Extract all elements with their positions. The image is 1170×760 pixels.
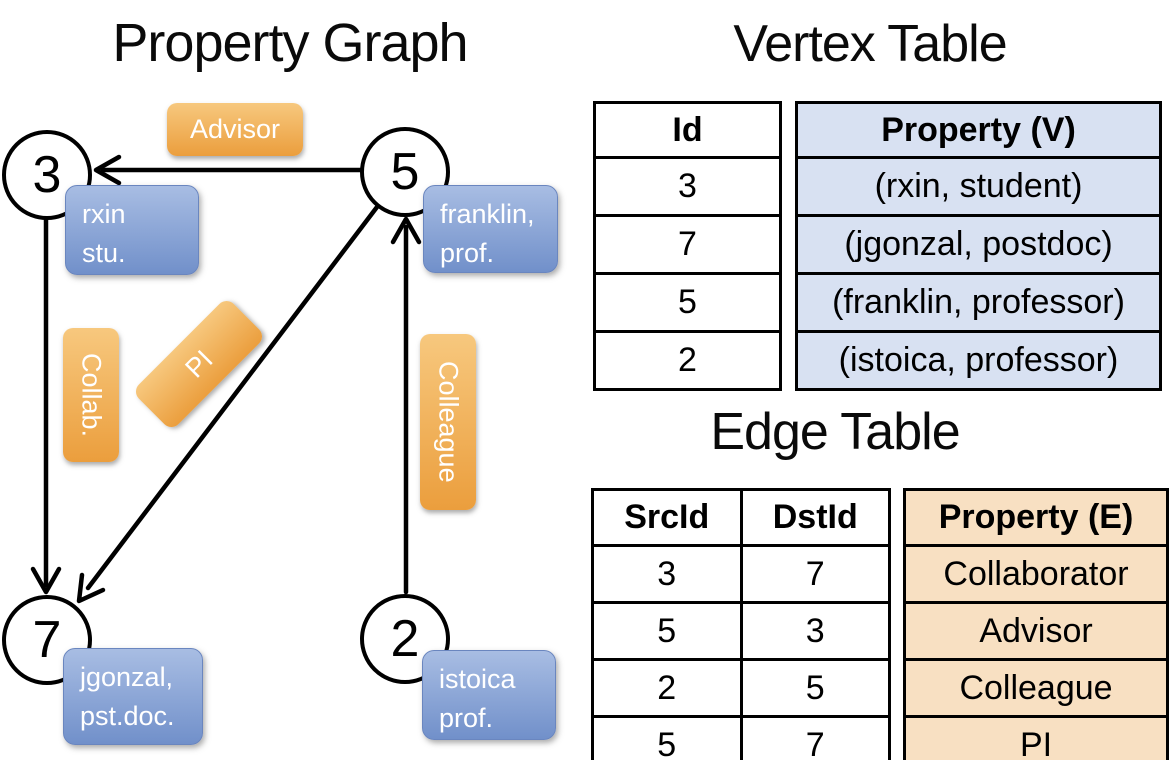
table-cell: Collaborator bbox=[906, 544, 1166, 601]
table-cell: Advisor bbox=[906, 601, 1166, 658]
table-cell: Colleague bbox=[906, 658, 1166, 715]
property-line: jgonzal, bbox=[80, 662, 174, 692]
table-cell: (franklin, professor) bbox=[798, 272, 1159, 330]
table-row: 5 3 bbox=[594, 601, 888, 658]
table-row: 5 7 bbox=[594, 715, 888, 760]
property-line: franklin, bbox=[440, 199, 535, 229]
table-row: 3 7 bbox=[594, 544, 888, 601]
arrowhead-colleague bbox=[390, 216, 422, 245]
graph-node-2: 2 bbox=[360, 594, 450, 684]
edge-label-colleague: Colleague bbox=[420, 334, 476, 510]
edge-label-collab: Collab. bbox=[63, 328, 119, 462]
table-cell: (istoica, professor) bbox=[798, 330, 1159, 388]
property-line: istoica bbox=[439, 664, 516, 694]
table-header-row: SrcId DstId bbox=[594, 491, 888, 544]
table-header-cell: Id bbox=[672, 110, 703, 149]
arrowhead-advisor bbox=[93, 154, 122, 186]
table-cell: 3 bbox=[596, 156, 779, 214]
node-property-box-rxin: rxin stu. bbox=[65, 185, 199, 275]
table-header-cell: DstId bbox=[772, 498, 858, 536]
node-property-box-franklin: franklin, prof. bbox=[423, 185, 558, 273]
table-cell: 7 bbox=[805, 554, 825, 593]
table-cell: 3 bbox=[594, 547, 743, 601]
edge-table-id-columns: SrcId DstId 3 7 5 3 2 5 5 7 bbox=[591, 488, 891, 760]
table-cell: 5 bbox=[594, 604, 743, 658]
property-line: prof. bbox=[440, 238, 495, 269]
table-cell: 7 bbox=[596, 214, 779, 272]
edge-table-property-column: Property (E) Collaborator Advisor Collea… bbox=[903, 488, 1169, 760]
table-cell: 5 bbox=[596, 272, 779, 330]
table-cell: PI bbox=[906, 715, 1166, 760]
table-cell: 7 bbox=[805, 725, 825, 760]
node-id: 7 bbox=[32, 611, 62, 669]
edge-table: SrcId DstId 3 7 5 3 2 5 5 7 Property (E)… bbox=[591, 488, 1169, 760]
table-cell: (rxin, student) bbox=[798, 156, 1159, 214]
table-header-cell: Property (E) bbox=[938, 498, 1134, 536]
property-line: rxin bbox=[82, 199, 126, 229]
table-header-cell: SrcId bbox=[594, 491, 743, 544]
vertex-table-title: Vertex Table bbox=[733, 15, 1007, 73]
table-header-cell: Property (V) bbox=[881, 110, 1076, 149]
node-id: 2 bbox=[390, 610, 420, 668]
node-id: 5 bbox=[390, 143, 420, 201]
edge-line-pi bbox=[85, 204, 380, 591]
vertex-table-property-column: Property (V) (rxin, student) (jgonzal, p… bbox=[795, 101, 1162, 391]
table-cell: 5 bbox=[594, 718, 743, 760]
table-cell: 3 bbox=[805, 611, 825, 650]
property-line: pst.doc. bbox=[80, 701, 175, 732]
table-cell: 5 bbox=[805, 668, 825, 707]
property-line: stu. bbox=[82, 238, 126, 269]
arrowhead-collab bbox=[30, 566, 62, 595]
vertex-table: Id 3 7 5 2 Property (V) (rxin, student) … bbox=[593, 101, 1162, 391]
vertex-table-id-column: Id 3 7 5 2 bbox=[593, 101, 782, 391]
node-id: 3 bbox=[32, 146, 62, 204]
arrowhead-pi bbox=[76, 572, 106, 604]
node-property-box-jgonzal: jgonzal, pst.doc. bbox=[63, 648, 203, 745]
property-line: prof. bbox=[439, 703, 494, 734]
table-cell: 2 bbox=[596, 330, 779, 388]
table-cell: (jgonzal, postdoc) bbox=[798, 214, 1159, 272]
node-property-box-istoica: istoica prof. bbox=[422, 650, 556, 740]
property-graph-title: Property Graph bbox=[112, 13, 468, 73]
table-cell: 2 bbox=[594, 661, 743, 715]
table-row: 2 5 bbox=[594, 658, 888, 715]
edge-label-advisor: Advisor bbox=[167, 103, 303, 156]
graph-edges-layer bbox=[30, 154, 422, 604]
edge-table-title: Edge Table bbox=[710, 403, 960, 461]
